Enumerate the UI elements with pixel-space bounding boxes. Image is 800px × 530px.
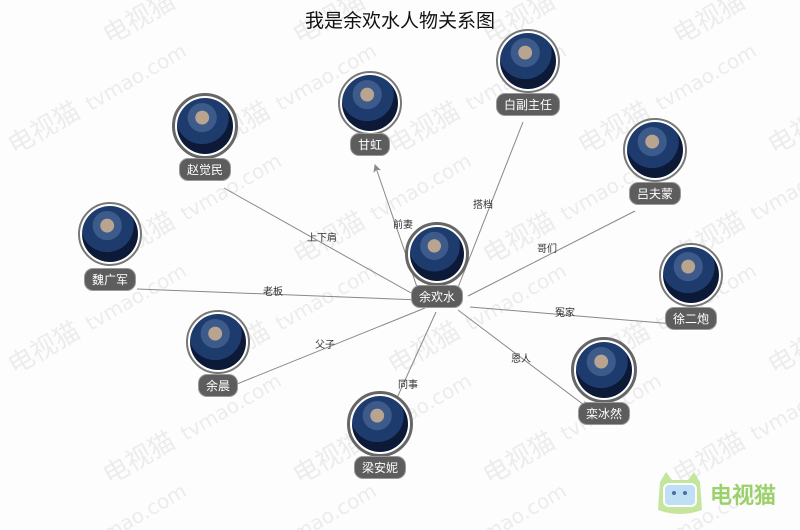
edge-yuchen — [236, 307, 426, 385]
edge-label: 上下肩 — [307, 231, 337, 244]
avatar-luanbingran[interactable] — [571, 337, 637, 403]
edge-lvfumeng — [467, 210, 636, 297]
portrait-image — [576, 342, 632, 398]
name-label-yuhuanshui[interactable]: 余欢水 — [411, 286, 463, 307]
edge-label: 前妻 — [393, 218, 413, 231]
portrait-image — [342, 75, 398, 131]
avatar-lianganni[interactable] — [347, 391, 413, 457]
name-label-xuerpao[interactable]: 徐二炮 — [665, 308, 717, 329]
diagram-title: 我是余欢水人物关系图 — [304, 10, 495, 32]
name-label-lianganni[interactable]: 梁安妮 — [354, 457, 406, 478]
name-label-lvfumeng[interactable]: 吕夫蒙 — [629, 183, 681, 204]
portrait-image — [352, 396, 408, 452]
logo-text: 电视猫 — [710, 484, 777, 509]
name-label-baifuzhuren[interactable]: 白副主任 — [496, 94, 560, 115]
edge-luanbingran — [457, 309, 589, 409]
avatar-xuerpao[interactable] — [659, 243, 723, 307]
edge-label: 搭档 — [473, 198, 493, 211]
edge-label: 哥们 — [537, 242, 557, 255]
edge-weiguangjun — [136, 288, 421, 301]
portrait-image — [663, 247, 719, 303]
name-label-weiguangjun[interactable]: 魏广军 — [84, 269, 136, 290]
avatar-yuhuanshui[interactable] — [405, 222, 469, 286]
avatar-lvfumeng[interactable] — [623, 118, 687, 182]
edge-zhaojuemin — [223, 187, 421, 299]
edge-label: 冤家 — [555, 306, 575, 319]
tvmao-logo: 电视猫 — [652, 468, 792, 518]
portrait-image — [410, 227, 464, 281]
edge-label: 老板 — [263, 285, 283, 298]
avatar-ganhong[interactable] — [338, 71, 402, 135]
avatar-weiguangjun[interactable] — [78, 202, 142, 266]
portrait-image — [177, 98, 233, 154]
avatar-zhaojuemin[interactable] — [172, 93, 238, 159]
name-label-zhaojuemin[interactable]: 赵觉民 — [179, 159, 231, 180]
name-label-yuchen[interactable]: 余晨 — [198, 375, 238, 396]
portrait-image — [627, 122, 683, 178]
portrait-image — [82, 206, 138, 262]
edge-lianganni — [395, 311, 437, 401]
portrait-image — [190, 314, 246, 370]
avatar-baifuzhuren[interactable] — [496, 29, 560, 93]
edge-xuerpao — [469, 306, 675, 325]
cat-tv-icon — [658, 472, 702, 514]
edge-label: 父子 — [315, 339, 335, 351]
portrait-image — [500, 33, 556, 89]
name-label-luanbingran[interactable]: 栾冰然 — [578, 403, 630, 424]
edge-label: 同事 — [398, 378, 418, 391]
name-label-ganhong[interactable]: 甘虹 — [350, 134, 390, 155]
edge-label: 恩人 — [511, 353, 531, 365]
avatar-yuchen[interactable] — [186, 310, 250, 374]
